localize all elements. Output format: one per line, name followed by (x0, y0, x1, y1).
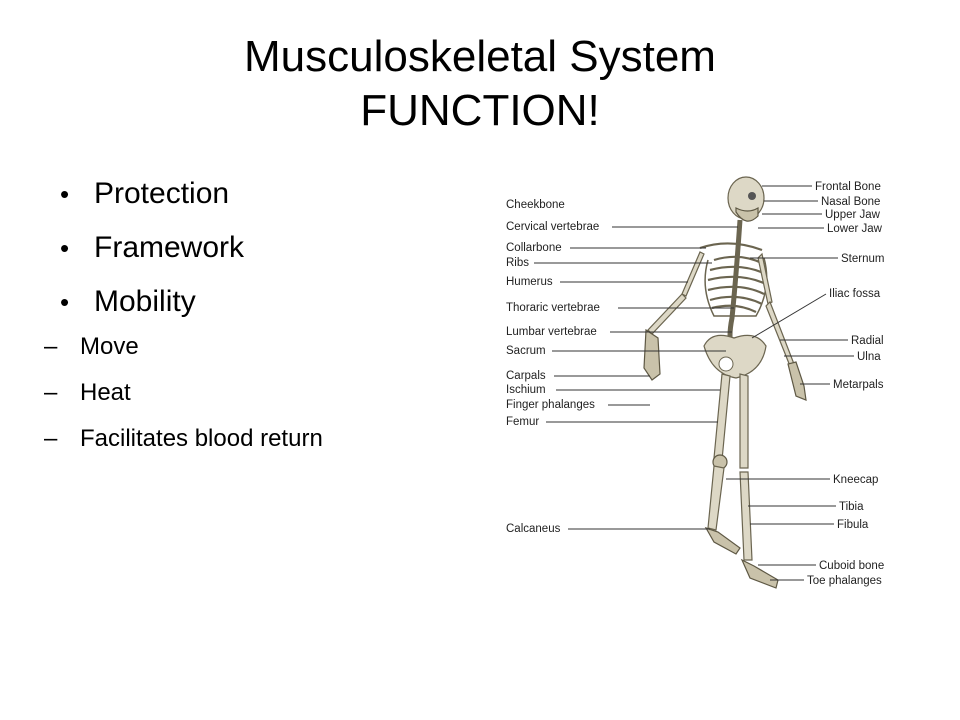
sub-bullet-list: – Move – Heat – Facilitates blood return (0, 332, 458, 454)
label-tibia: Tibia (839, 501, 864, 513)
label-fibula: Fibula (837, 519, 869, 531)
label-sternum: Sternum (841, 253, 884, 265)
label-lumbar-vertebrae: Lumbar vertebrae (506, 326, 597, 338)
label-frontal-bone: Frontal Bone (815, 181, 881, 193)
label-humerus: Humerus (506, 276, 553, 288)
hip-socket (718, 356, 734, 372)
sub-bullet-heat: – Heat (0, 378, 458, 408)
skeleton-diagram: Cheekbone Cervical vertebrae Collarbone … (506, 176, 884, 589)
bullet-framework: • Framework (58, 230, 458, 266)
eye-socket (748, 192, 756, 200)
hand-left (643, 328, 661, 381)
bullet-label: Mobility (94, 285, 196, 318)
label-finger-phalanges: Finger phalanges (506, 399, 595, 411)
label-sacrum: Sacrum (506, 345, 546, 357)
label-ribs: Ribs (506, 257, 529, 269)
femur-left (713, 373, 731, 461)
dash-mark: – (44, 379, 58, 406)
left-labels: Cheekbone Cervical vertebrae Collarbone … (506, 199, 738, 535)
tibia-right (739, 471, 753, 561)
bullet-label: Framework (94, 231, 245, 264)
hand-right (787, 361, 807, 401)
right-labels: Frontal Bone Nasal Bone Upper Jaw Lower … (726, 181, 884, 587)
label-cuboid-bone: Cuboid bone (819, 560, 884, 572)
collarbone (699, 242, 763, 252)
bullet-list: • Protection • Framework • Mobility – Mo… (44, 176, 458, 470)
bullet-dot: • (60, 233, 70, 263)
dash-mark: – (44, 425, 58, 452)
label-nasal-bone: Nasal Bone (821, 196, 880, 208)
title-line-2: FUNCTION! (360, 86, 600, 135)
label-cervical-vertebrae: Cervical vertebrae (506, 221, 599, 233)
label-ulna: Ulna (857, 351, 881, 363)
label-carpals: Carpals (506, 370, 546, 382)
spine (727, 219, 743, 349)
forearm-left (647, 293, 687, 335)
label-lower-jaw: Lower Jaw (827, 223, 883, 235)
sub-bullet-label: Facilitates blood return (80, 425, 323, 452)
foot-right (740, 558, 779, 589)
label-toe-phalanges: Toe phalanges (807, 575, 882, 587)
label-thoraric-vertebrae: Thoraric vertebrae (506, 302, 600, 314)
bullet-protection: • Protection (58, 176, 458, 212)
sub-bullet-label: Move (80, 333, 139, 360)
label-femur: Femur (506, 416, 539, 428)
pelvis (703, 334, 767, 379)
foot-left (704, 526, 741, 555)
label-ischium: Ischium (506, 384, 546, 396)
bullet-mobility: • Mobility (58, 284, 458, 320)
jaw (735, 206, 759, 222)
sub-list-container: – Move – Heat – Facilitates blood return (44, 332, 458, 454)
tibia-left (707, 465, 725, 531)
humerus-left (681, 251, 705, 297)
label-iliac-fossa: Iliac fossa (829, 288, 881, 300)
label-kneecap: Kneecap (833, 474, 878, 486)
skeleton-figure: Cheekbone Cervical vertebrae Collarbone … (500, 168, 900, 598)
sub-bullet-move: – Move (0, 332, 458, 362)
label-cheekbone: Cheekbone (506, 199, 565, 211)
dash-mark: – (44, 333, 58, 360)
label-collarbone: Collarbone (506, 242, 562, 254)
bullet-dot: • (60, 179, 70, 209)
slide-title: Musculoskeletal System FUNCTION! (0, 30, 960, 138)
label-metarpals: Metarpals (833, 379, 884, 391)
sub-bullet-label: Heat (80, 379, 131, 406)
title-line-1: Musculoskeletal System (244, 32, 716, 81)
bullet-label: Protection (94, 177, 230, 210)
label-upper-jaw: Upper Jaw (825, 209, 881, 221)
skeleton-illustration (643, 176, 807, 589)
sub-bullet-blood-return: – Facilitates blood return (0, 424, 458, 454)
femur-right (739, 373, 749, 469)
bullet-dot: • (60, 287, 70, 317)
label-radial: Radial (851, 335, 884, 347)
label-calcaneus: Calcaneus (506, 523, 561, 535)
